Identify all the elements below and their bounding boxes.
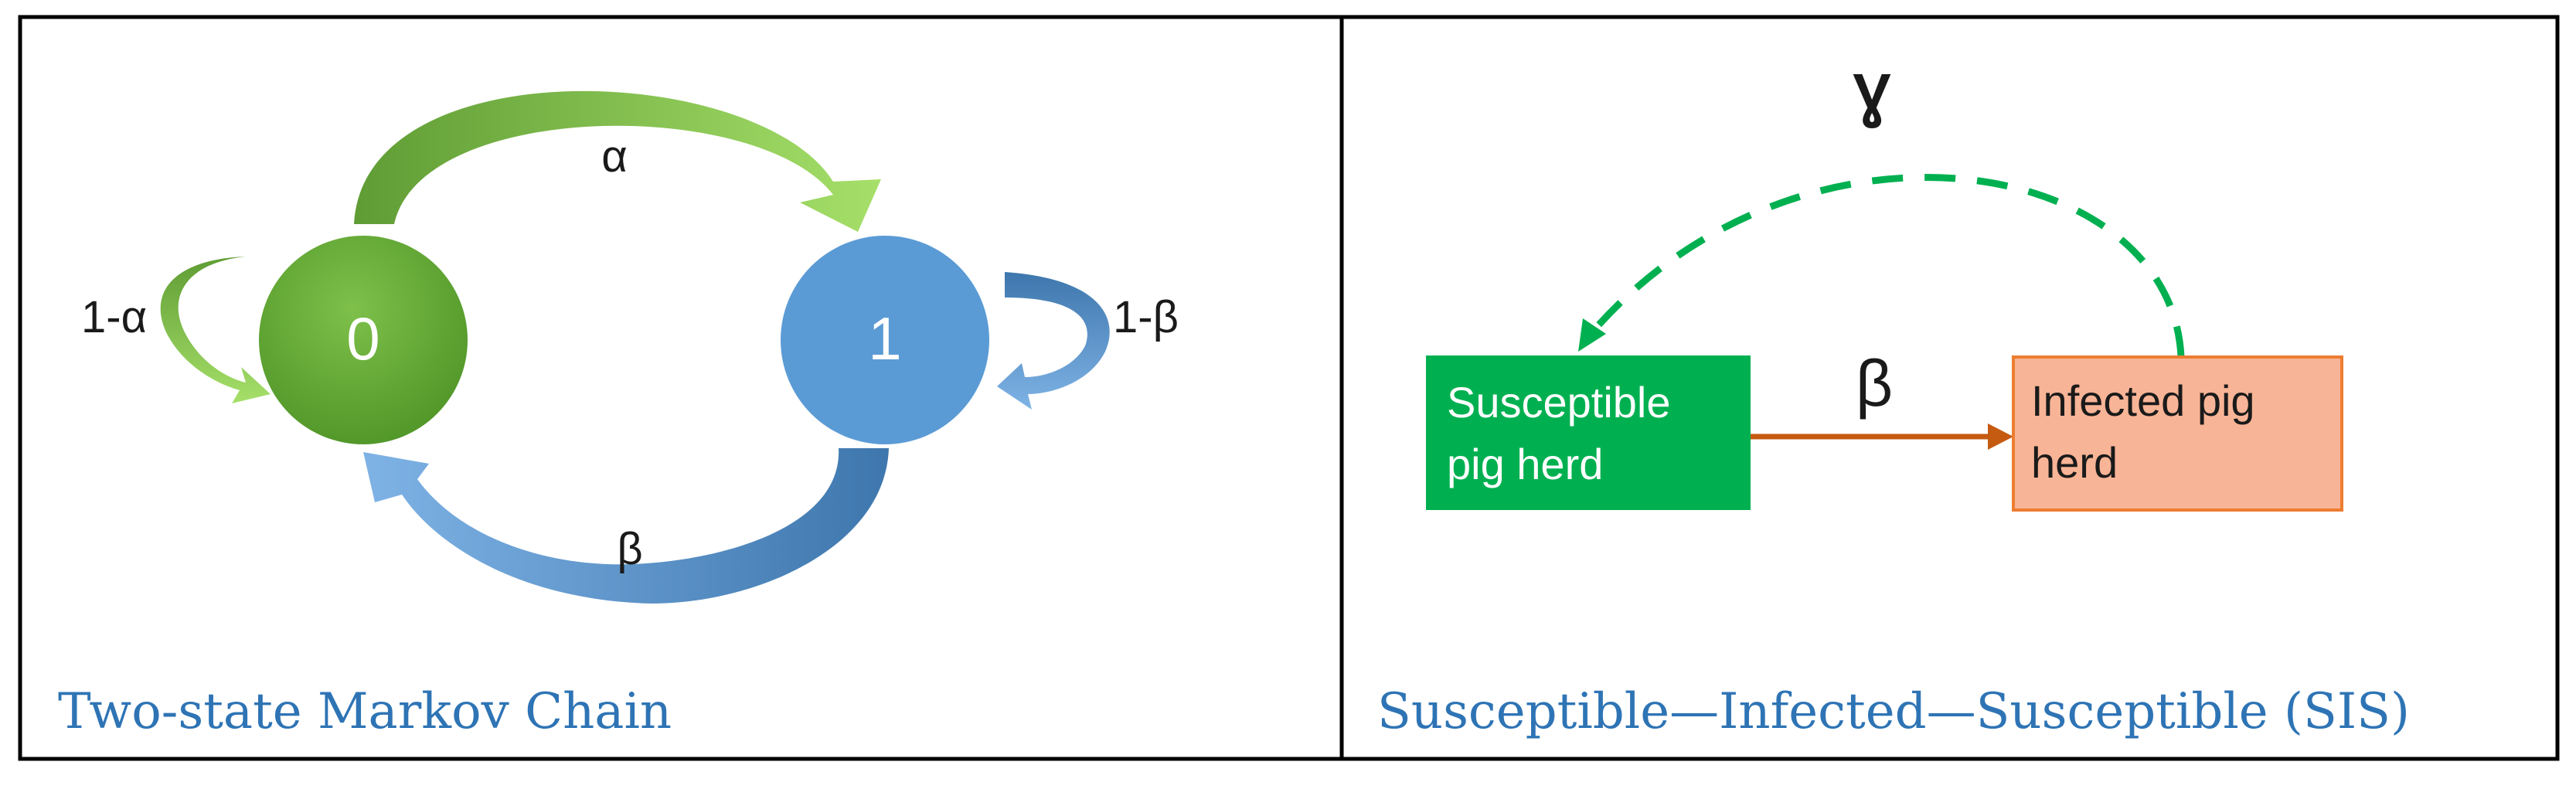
self-loop-1 [997,272,1110,410]
beta-sis-label: β [1856,347,1893,420]
sis-panel: Ɣ Susceptible pig herd β Infected pig he… [1377,61,2410,740]
susceptible-label: Susceptible pig herd [1447,378,1683,488]
alpha-label: α [601,131,628,182]
infected-box [2012,355,2343,512]
beta-arrowhead [1988,423,2013,450]
self-loop-0 [160,257,271,403]
arc-0-to-1 [354,90,881,232]
state-1-label: 1 [868,304,901,372]
stay-1-label: 1-β [1113,292,1179,342]
sis-caption: Susceptible—Infected—Susceptible (SIS) [1377,683,2410,740]
infected-label: Infected pig herd [2031,376,2267,487]
susceptible-label-line2: pig herd [1447,440,1603,488]
infected-label-line2: herd [2031,438,2118,487]
gamma-label: Ɣ [1853,61,1891,129]
stay-0-label: 1-α [81,292,147,342]
beta-label: β [617,524,642,574]
state-1-circle [781,236,989,444]
state-0-circle [259,236,468,444]
gamma-dashed-arc [1589,173,2185,358]
infected-label-line1: Infected pig [2031,376,2255,425]
susceptible-box [1426,355,1751,510]
susceptible-label-line1: Susceptible [1447,378,1671,427]
state-0-label: 0 [346,304,379,372]
arc-1-to-0 [363,448,889,604]
gamma-arrowhead [1578,318,1606,352]
markov-panel: 0 1 α β 1-α 1-β Two-state Markov Chain [58,90,1179,740]
markov-caption: Two-state Markov Chain [58,683,672,740]
